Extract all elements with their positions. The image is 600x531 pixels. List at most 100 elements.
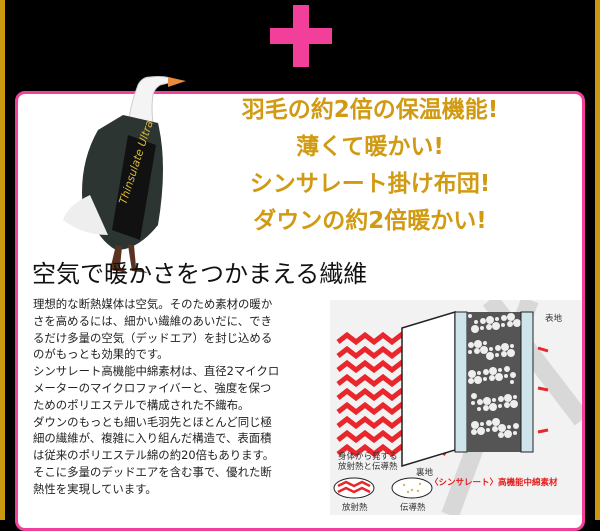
- fiber: [498, 404, 502, 408]
- body-line: 熱性を実現しています。: [33, 481, 157, 496]
- outer-lining-label: 表地: [545, 314, 563, 324]
- fiber: [471, 325, 479, 333]
- fiber: [513, 431, 517, 435]
- headline-line: ダウンの約2倍暖かい!: [253, 208, 487, 234]
- fiber: [477, 371, 481, 375]
- fiber: [510, 344, 514, 348]
- material-label: 〈シンサレート〉高機能中綿素材: [430, 478, 558, 488]
- diagram-graphic: [330, 300, 582, 515]
- insulation-diagram: 表地 身体から発する放射熱と伝導熱 裏地 〈シンサレート〉高機能中綿素材 放射熱…: [330, 300, 582, 515]
- fiber: [492, 418, 500, 426]
- fiber: [486, 352, 494, 360]
- body-line: 理想的な断熱媒体は空気。そのため素材の暖か: [33, 297, 273, 311]
- fiber: [474, 376, 482, 384]
- fiber: [489, 347, 493, 351]
- fiber: [492, 322, 500, 330]
- legend-conductive: 伝導熱: [400, 503, 426, 513]
- section-title: 空気で暖かさをつかまえる繊維: [32, 260, 368, 288]
- fiber: [498, 396, 504, 402]
- fiber: [471, 421, 479, 429]
- body-line: メーターのマイクロファイバーと、強度を保つ: [33, 380, 272, 395]
- fiber: [468, 350, 472, 354]
- body-heat-line: 身体から発する: [338, 452, 398, 462]
- fiber: [504, 394, 512, 402]
- fiber: [483, 341, 487, 345]
- fiber: [468, 378, 474, 384]
- fiber: [501, 315, 507, 321]
- fiber: [468, 314, 472, 318]
- body-line: そこに多量のデッドエアを含む事で、優れた断: [33, 464, 272, 479]
- fiber: [474, 348, 480, 354]
- left-gold-border: [0, 0, 5, 520]
- fiber: [477, 407, 481, 411]
- fiber: [480, 422, 484, 426]
- fiber: [486, 316, 494, 324]
- fiber: [468, 370, 476, 378]
- fiber: [468, 342, 474, 348]
- fiber: [507, 425, 511, 429]
- fiber: [471, 393, 477, 399]
- fiber: [471, 429, 477, 435]
- legend-radiant: 放射熱: [342, 503, 368, 513]
- fiber: [510, 380, 514, 384]
- body-line: は従来のポリエステル綿の約20倍もあります。: [33, 448, 275, 463]
- fiber: [498, 368, 502, 372]
- fiber: [513, 423, 519, 429]
- plus-icon: [270, 5, 332, 67]
- fiber: [492, 426, 498, 432]
- headline-line: 羽毛の約2倍の保温機能!: [241, 97, 499, 123]
- fiber: [480, 346, 488, 354]
- fiber: [495, 353, 499, 357]
- fiber: [489, 375, 495, 381]
- headline: 羽毛の約2倍の保温機能! 薄くて暖かい! シンサレート掛け布団! ダウンの約2倍…: [200, 92, 540, 240]
- fiber: [489, 403, 497, 411]
- fiber: [477, 427, 485, 435]
- fiber: [507, 349, 515, 357]
- fiber: [501, 323, 505, 327]
- fiber: [513, 395, 517, 399]
- body-line: さを高めるには、細かい繊維のあいだに、でき: [33, 313, 272, 328]
- fiber: [495, 345, 501, 351]
- fiber: [483, 377, 487, 381]
- fiber: [510, 400, 518, 408]
- fiber: [495, 317, 499, 321]
- fiber: [486, 324, 492, 330]
- fiber: [483, 405, 489, 411]
- body-line: のがもっとも効果的です。: [33, 347, 169, 362]
- fiber: [474, 340, 482, 348]
- fiber: [510, 372, 516, 378]
- fiber: [471, 401, 475, 405]
- fiber: [504, 402, 510, 408]
- fiber: [486, 428, 490, 432]
- body-heat-line: 放射熱と伝導熱: [338, 462, 398, 472]
- fiber: [513, 319, 521, 327]
- fiber: [507, 321, 513, 327]
- fiber: [504, 374, 508, 378]
- fiber: [480, 326, 484, 330]
- fiber: [477, 399, 483, 405]
- right-gold-border: [595, 0, 600, 520]
- fiber: [489, 367, 497, 375]
- fiber: [504, 366, 510, 372]
- goose-photo: Thinsulate Ultra: [63, 76, 186, 273]
- inner-lining-label: 裏地: [416, 468, 434, 478]
- body-heat-label: 身体から発する放射熱と伝導熱: [338, 452, 398, 472]
- body-line: 細の繊維が、複雑に入り組んだ構造で、表面積: [33, 431, 272, 446]
- fiber: [495, 373, 503, 381]
- body-line: ダウンのもっとも細い毛羽先とほとんど同じ極: [33, 414, 272, 429]
- fiber: [498, 424, 506, 432]
- body-line: シンサレート高機能中綿素材は、直径2マイクロ: [33, 364, 280, 379]
- fiber: [498, 432, 504, 438]
- body-line: ためのポリエステルで構成された不織布。: [33, 397, 250, 412]
- fiber: [501, 351, 507, 357]
- fiber: [501, 343, 509, 351]
- headline-line: シンサレート掛け布団!: [249, 171, 491, 197]
- body-line: るだけ多量の空気（デッドエア）を封じ込める: [33, 330, 273, 345]
- fiber: [474, 320, 478, 324]
- fiber: [486, 420, 492, 426]
- headline-line: 薄くて暖かい!: [296, 134, 444, 160]
- fiber: [492, 398, 496, 402]
- fiber: [480, 318, 486, 324]
- fiber: [483, 369, 489, 375]
- fiber: [507, 313, 515, 321]
